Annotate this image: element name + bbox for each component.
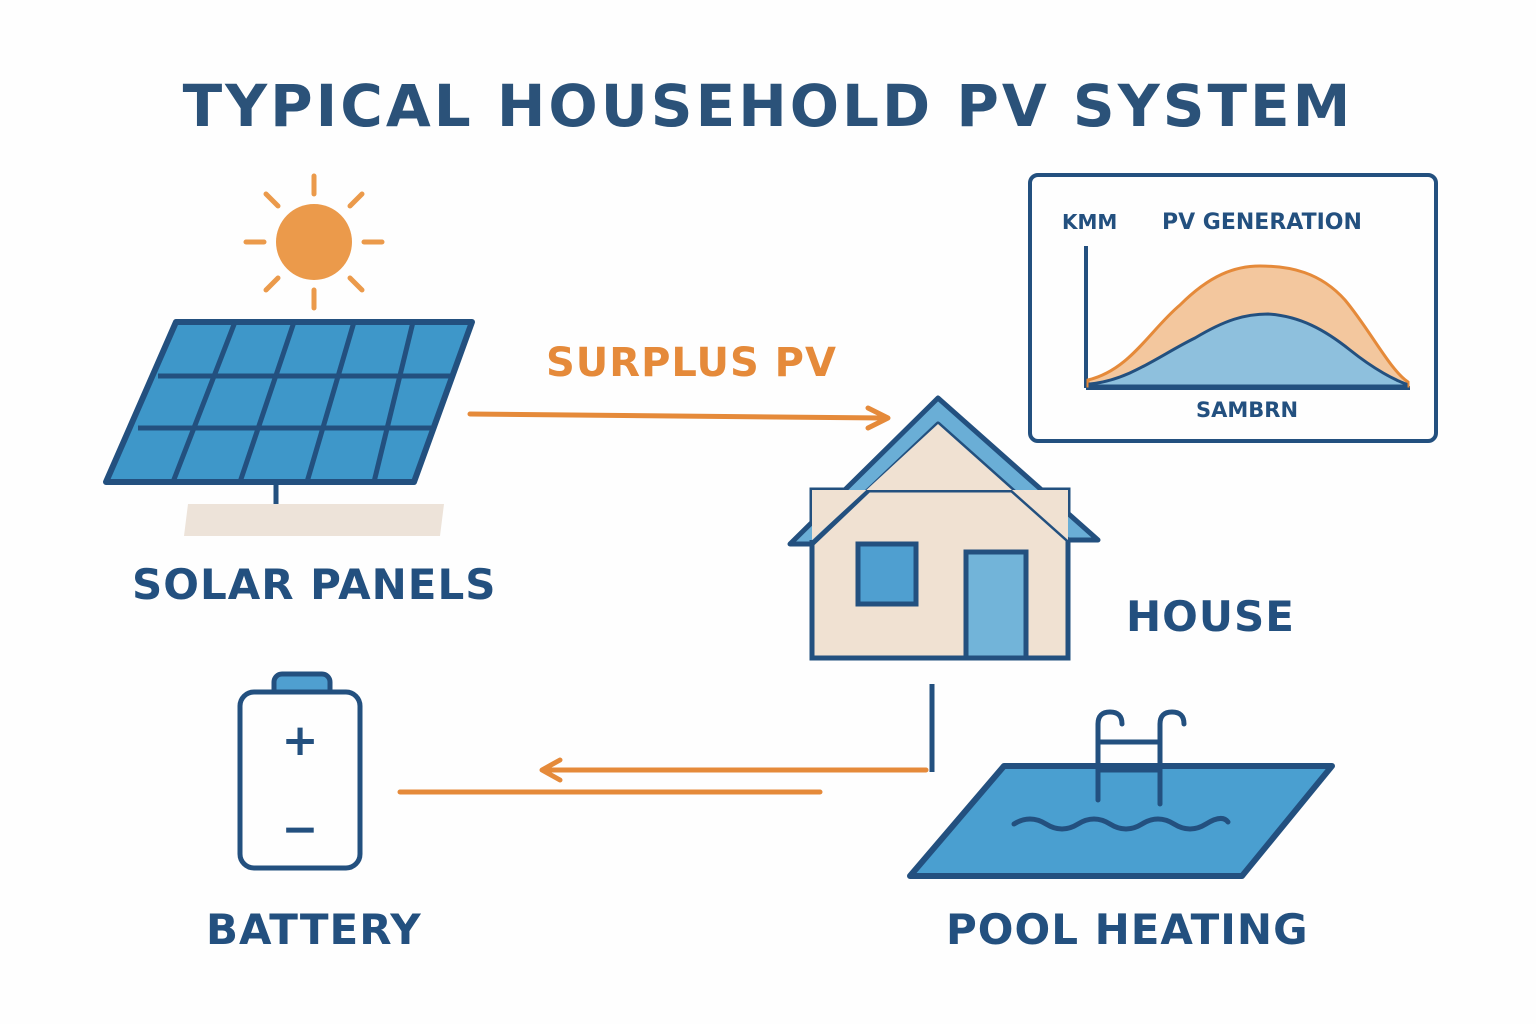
sun-icon xyxy=(243,173,385,311)
pool-icon xyxy=(907,709,1335,879)
house-label: HOUSE xyxy=(1126,592,1295,641)
chart-x-label: SAMBRN xyxy=(1196,398,1299,422)
solar-panel-icon xyxy=(103,319,475,536)
chart-title: PV GENERATION xyxy=(1162,210,1362,235)
chart-area-inner xyxy=(1088,312,1408,388)
surplus-pv-label: SURPLUS PV xyxy=(546,340,837,386)
chart-icon xyxy=(1028,173,1438,443)
battery-icon: + − xyxy=(237,671,363,871)
battery-plus: + xyxy=(282,715,319,766)
surplus-flow-arrow xyxy=(467,405,891,431)
battery-label: BATTERY xyxy=(206,905,422,954)
solar-panels-label: SOLAR PANELS xyxy=(132,560,497,609)
battery-minus: − xyxy=(282,804,319,855)
chart-y-label: KMM xyxy=(1062,210,1118,234)
house-icon xyxy=(787,395,1101,661)
page-title: TYPICAL HOUSEHOLD PV SYSTEM xyxy=(182,72,1354,140)
house-to-battery-flow xyxy=(397,684,935,795)
pool-heating-label: POOL HEATING xyxy=(946,905,1309,954)
